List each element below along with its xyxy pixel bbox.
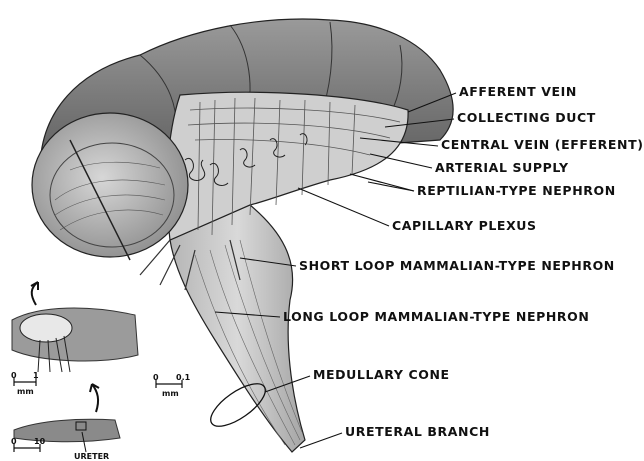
label-reptilian-nephron: REPTILIAN-TYPE NEPHRON xyxy=(417,185,616,198)
end-lobe xyxy=(32,113,188,260)
label-ureteral-branch: URETERAL BRANCH xyxy=(345,426,490,439)
scale-main-end: 0.1 xyxy=(176,374,190,382)
cut-face xyxy=(167,92,408,240)
label-collecting-duct: COLLECTING DUCT xyxy=(457,112,596,125)
scale-inset-bottom-end: 10 xyxy=(34,438,45,446)
scale-main-start: 0 xyxy=(153,374,159,382)
label-long-loop: LONG LOOP MAMMALIAN-TYPE NEPHRON xyxy=(283,311,589,324)
label-medullary-cone: MEDULLARY CONE xyxy=(313,369,450,382)
label-afferent-vein: AFFERENT VEIN xyxy=(459,86,577,99)
scale-inset-top-end: 1 xyxy=(33,372,39,380)
label-capillary-plexus: CAPILLARY PLEXUS xyxy=(392,220,537,233)
label-ureter: URETER xyxy=(74,453,109,461)
scale-inset-top-start: 0 xyxy=(11,372,17,380)
scale-inset-bottom-start: 0 xyxy=(11,438,17,446)
label-arterial-supply: ARTERIAL SUPPLY xyxy=(435,162,569,175)
scale-inset-top-unit: mm xyxy=(17,388,34,396)
label-central-vein: CENTRAL VEIN (EFFERENT) xyxy=(441,139,644,152)
inset-drawing xyxy=(12,282,138,452)
label-short-loop: SHORT LOOP MAMMALIAN-TYPE NEPHRON xyxy=(299,260,615,273)
scale-main-unit: mm xyxy=(162,390,179,398)
